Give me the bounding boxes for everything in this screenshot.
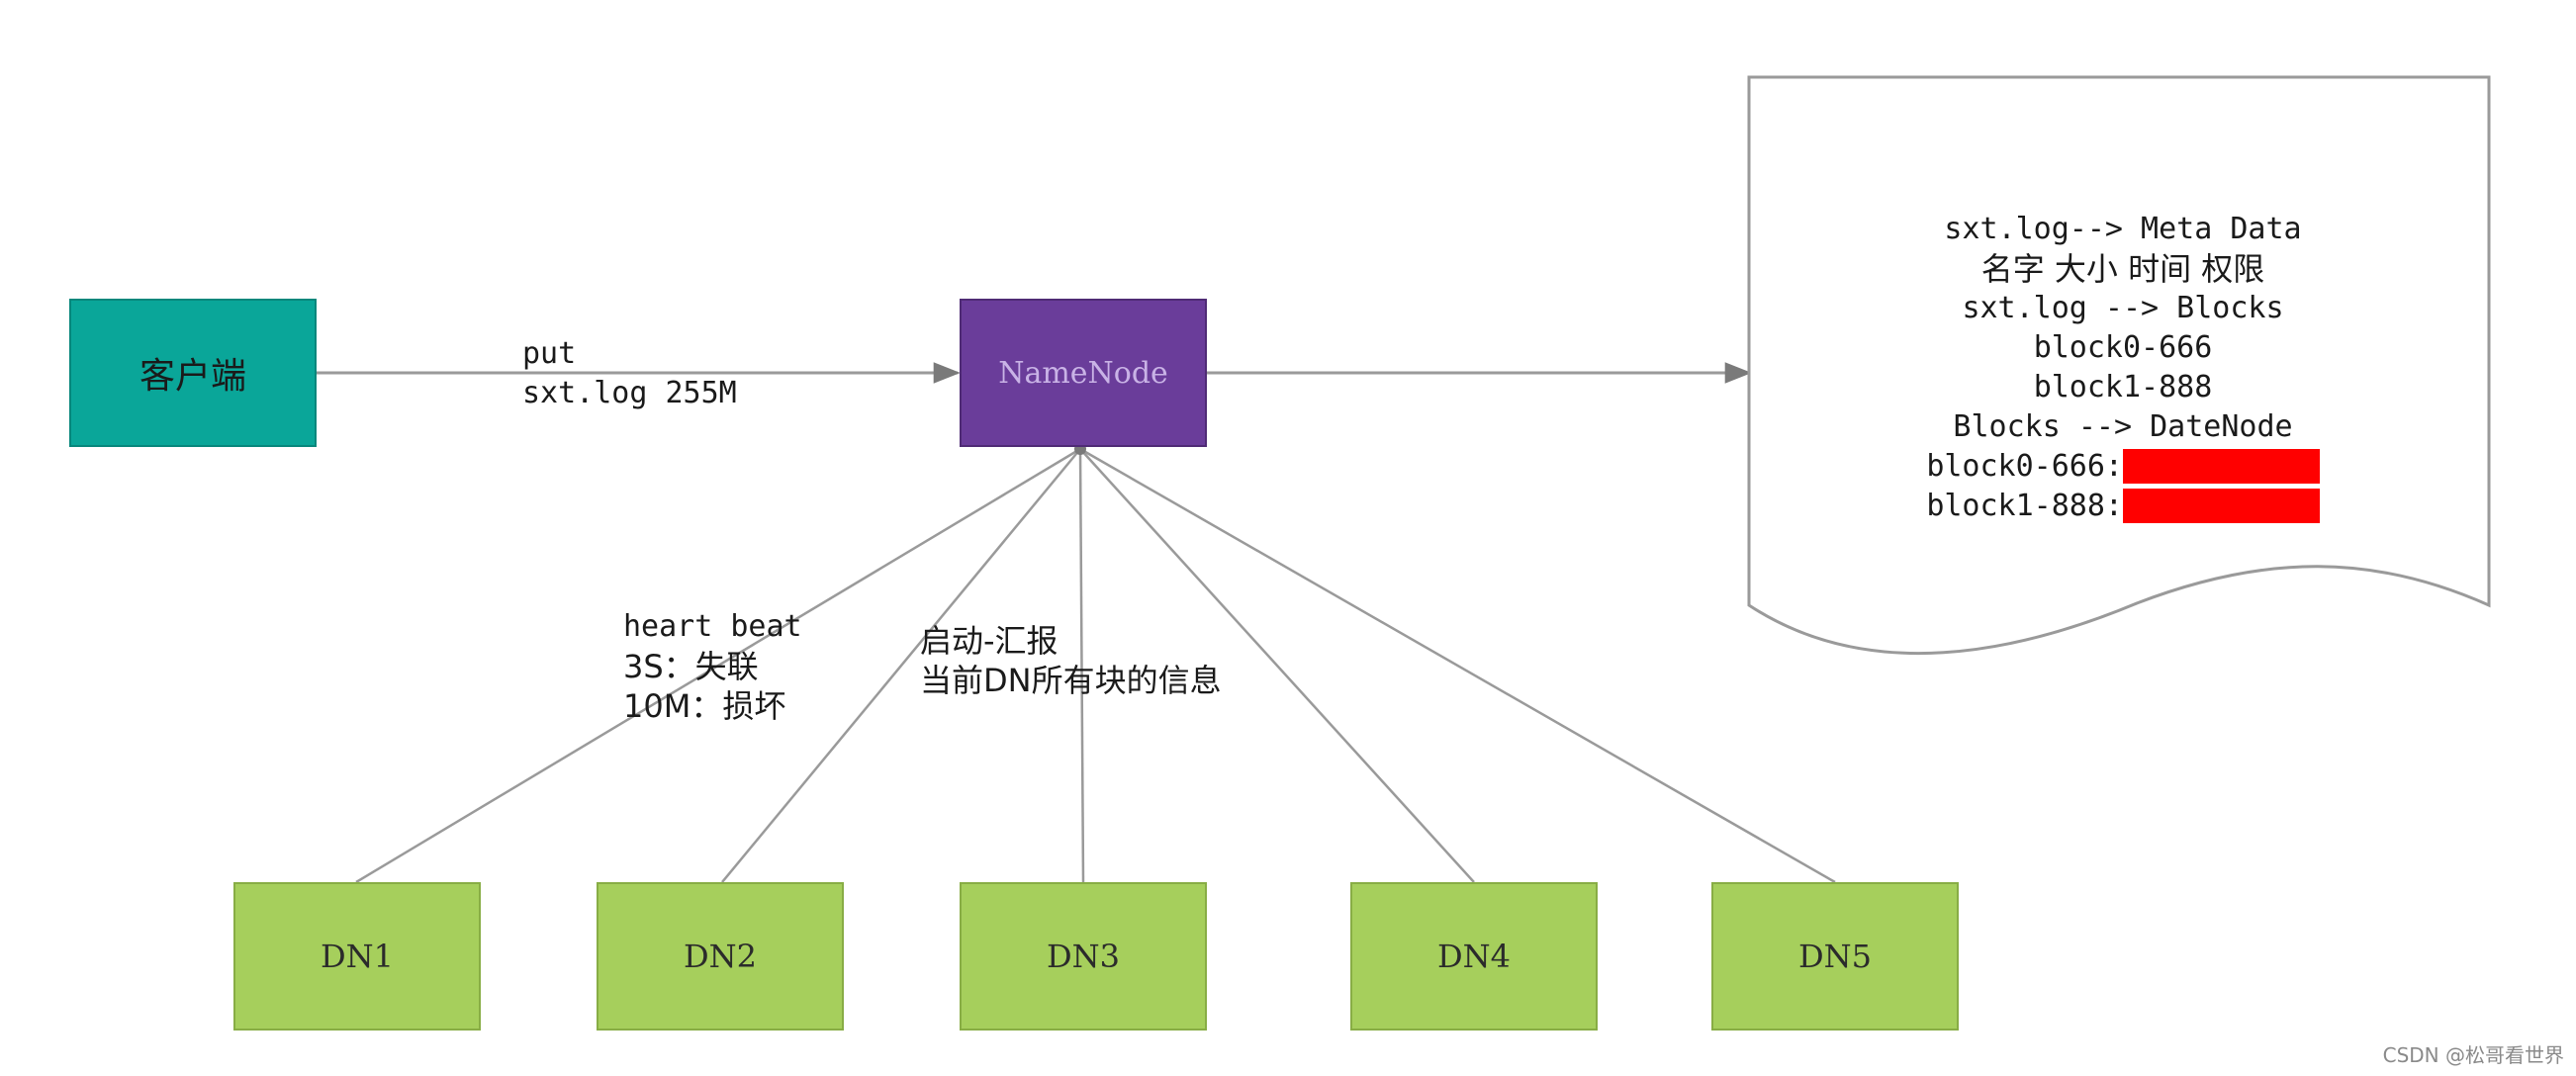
datanode-dn1[interactable]: DN1 [233, 882, 481, 1031]
dn2-label: DN2 [683, 938, 757, 975]
dn1-connector [355, 447, 1081, 884]
metadata-line-7: block0-666:DN1 DN3 DN4 [1747, 447, 2499, 487]
dn5-label: DN5 [1797, 938, 1872, 975]
block1-prefix: block1-888: [1926, 489, 2123, 523]
report-title: 启动-汇报 [920, 622, 1058, 660]
metadata-line-4: block0-666 [2033, 330, 2213, 365]
put-label: put [522, 336, 577, 371]
datanode-dn2[interactable]: DN2 [597, 882, 844, 1031]
client-label: 客户端 [138, 356, 246, 397]
block0-nodes-highlight: DN1 DN3 DN4 [2123, 449, 2320, 484]
metadata-line-6: Blocks --> DateNode [1953, 409, 2293, 444]
heartbeat-lost-label: 3S：失联 [623, 648, 759, 685]
block0-prefix: block0-666: [1926, 449, 2123, 484]
datanode-dn5[interactable]: DN5 [1711, 882, 1959, 1031]
metadata-line-1: sxt.log--> Meta Data [1944, 212, 2302, 246]
watermark: CSDN @松哥看世界 [2382, 1043, 2564, 1067]
metadata-line-3: sxt.log --> Blocks [1962, 291, 2284, 325]
file-size-label: sxt.log 255M [522, 376, 737, 410]
dn4-label: DN4 [1436, 938, 1511, 975]
metadata-line-5: block1-888 [2033, 370, 2213, 404]
heartbeat-note: heart beat 3S：失联 10M：损坏 [623, 607, 802, 726]
datanode-dn3[interactable]: DN3 [960, 882, 1207, 1031]
datanode-dn4[interactable]: DN4 [1350, 882, 1598, 1031]
block1-nodes-highlight: DN2 DN3 DN5 [2123, 489, 2320, 523]
dn4-connector [1079, 448, 1475, 883]
metadata-document: sxt.log--> Meta Data 名字 大小 时间 权限 sxt.log… [1747, 210, 2499, 526]
metadata-line-2: 名字 大小 时间 权限 [1980, 250, 2265, 288]
put-edge-label: put sxt.log 255M [522, 334, 737, 413]
report-detail: 当前DN所有块的信息 [920, 662, 1222, 699]
client-node[interactable]: 客户端 [69, 299, 317, 447]
report-note: 启动-汇报 当前DN所有块的信息 [920, 621, 1222, 700]
dn5-connector [1079, 447, 1836, 884]
dn2-connector [721, 448, 1081, 883]
namenode-label: NameNode [998, 355, 1168, 391]
dn3-label: DN3 [1046, 938, 1120, 975]
metadata-line-8: block1-888:DN2 DN3 DN5 [1747, 487, 2499, 526]
heartbeat-damaged-label: 10M：损坏 [623, 687, 786, 725]
heartbeat-label: heart beat [623, 609, 802, 644]
dn1-label: DN1 [320, 938, 394, 975]
dn3-connector [1078, 448, 1085, 883]
namenode[interactable]: NameNode [960, 299, 1207, 447]
